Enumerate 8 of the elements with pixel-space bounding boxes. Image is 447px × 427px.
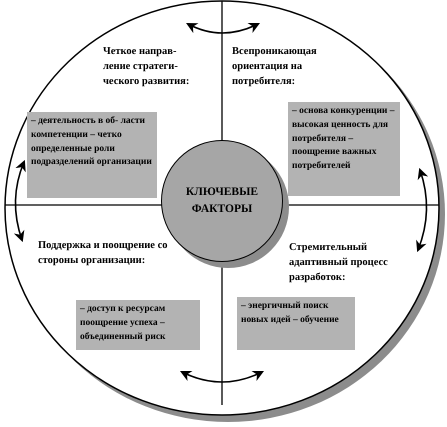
section-heading: Четкое направ- ление стратеги- ческого развития: xyxy=(103,45,190,90)
list-panel: – основа конкуренции – высокая ценность для потребителя – поощрение важных потребителей xyxy=(288,102,400,196)
section-heading: Всепроникающая ориентация на потребителя: xyxy=(232,45,318,90)
list-panel: – деятельность в об- ласти компетенции – четко определенные роли подразделений организации xyxy=(27,112,157,198)
list-panel: – энергичный поиск новых идей – обучение xyxy=(237,297,355,350)
section-heading: Стремительный адаптивный процесс разработок: xyxy=(289,241,389,286)
list-panel: – доступ к ресурсам поощрение успеха – объединенный риск xyxy=(76,300,200,350)
section-heading: Поддержка и поощрение со стороны организации: xyxy=(38,239,169,268)
